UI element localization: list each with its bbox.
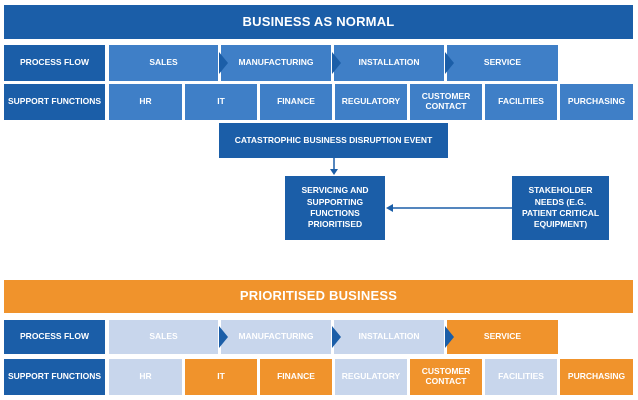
stakeholder-to-servicing-arrow: [386, 204, 512, 212]
top-process-manufacturing: MANUFACTURING: [221, 45, 331, 81]
bottom-support-finance: FINANCE: [260, 359, 332, 395]
top-support-hr: HR: [109, 84, 182, 120]
top-process-service: SERVICE: [447, 45, 558, 81]
bottom-process-flow-label: PROCESS FLOW: [4, 320, 105, 354]
top-process-flow-label: PROCESS FLOW: [4, 45, 105, 81]
bottom-support-facilities: FACILITIES: [485, 359, 557, 395]
stakeholder-needs-box: STAKEHOLDER NEEDS (E.G. PATIENT CRITICAL…: [512, 176, 609, 240]
top-chevron-3: [445, 52, 454, 74]
bottom-support-functions-label: SUPPORT FUNCTIONS: [4, 359, 105, 395]
bottom-process-sales: SALES: [109, 320, 218, 354]
bottom-support-it: IT: [185, 359, 257, 395]
top-support-customer-contact: CUSTOMER CONTACT: [410, 84, 482, 120]
bottom-support-hr: HR: [109, 359, 182, 395]
bottom-chevron-2: [332, 326, 341, 348]
top-support-facilities: FACILITIES: [485, 84, 557, 120]
bottom-chevron-3: [445, 326, 454, 348]
event-to-servicing-arrow: [330, 158, 338, 175]
prioritised-business-banner: PRIORITISED BUSINESS: [4, 280, 633, 313]
bottom-chevron-1: [219, 326, 228, 348]
business-as-normal-banner: BUSINESS AS NORMAL: [4, 5, 633, 39]
disruption-event-box: CATASTROPHIC BUSINESS DISRUPTION EVENT: [219, 123, 448, 158]
top-support-regulatory: REGULATORY: [335, 84, 407, 120]
top-process-installation: INSTALLATION: [334, 45, 444, 81]
bottom-support-purchasing: PURCHASING: [560, 359, 633, 395]
top-support-it: IT: [185, 84, 257, 120]
top-chevron-2: [332, 52, 341, 74]
top-chevron-1: [219, 52, 228, 74]
top-support-purchasing: PURCHASING: [560, 84, 633, 120]
bottom-support-regulatory: REGULATORY: [335, 359, 407, 395]
top-support-finance: FINANCE: [260, 84, 332, 120]
servicing-prioritised-box: SERVICING AND SUPPORTING FUNCTIONS PRIOR…: [285, 176, 385, 240]
bottom-support-customer-contact: CUSTOMER CONTACT: [410, 359, 482, 395]
bottom-process-service: SERVICE: [447, 320, 558, 354]
bottom-process-installation: INSTALLATION: [334, 320, 444, 354]
top-support-functions-label: SUPPORT FUNCTIONS: [4, 84, 105, 120]
top-process-sales: SALES: [109, 45, 218, 81]
bottom-process-manufacturing: MANUFACTURING: [221, 320, 331, 354]
